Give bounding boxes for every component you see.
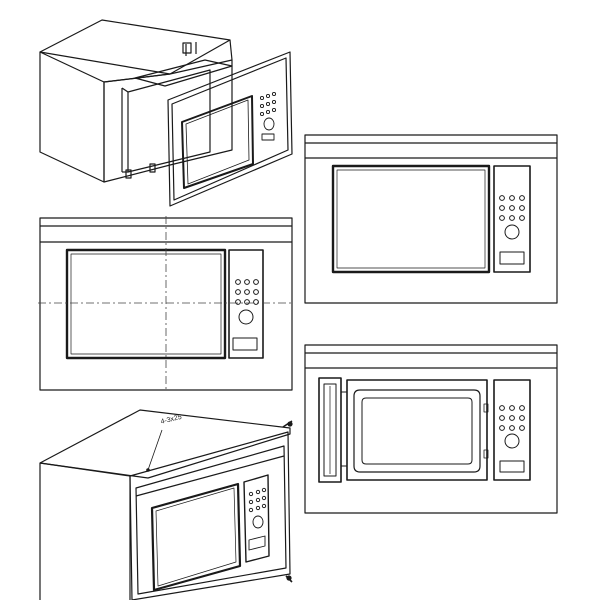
control-panel — [493, 165, 531, 273]
callout-leader — [147, 429, 163, 471]
microwave-window — [331, 164, 491, 274]
cabinet-side — [39, 51, 105, 183]
screw-icon — [285, 575, 293, 583]
front-view-with-frame — [304, 134, 558, 304]
microwave-window — [65, 248, 227, 360]
cabinet-screw-fixing-view — [39, 409, 293, 601]
cabinet-opening — [103, 59, 233, 183]
screw-icon — [282, 420, 293, 428]
oven-cavity — [346, 379, 488, 481]
front-view-centerlines — [38, 216, 294, 392]
trim-frame — [167, 51, 293, 207]
cabinet-insertion-view — [39, 19, 293, 207]
control-panel — [228, 249, 264, 359]
control-panel — [259, 91, 277, 141]
control-panel — [493, 379, 531, 481]
open-door — [318, 377, 348, 483]
front-view-door-open — [304, 344, 558, 514]
trim-frame — [129, 431, 291, 601]
microwave-body — [127, 69, 211, 173]
microwave-window — [150, 482, 242, 592]
control-panel — [243, 474, 270, 563]
microwave-window — [181, 95, 254, 189]
